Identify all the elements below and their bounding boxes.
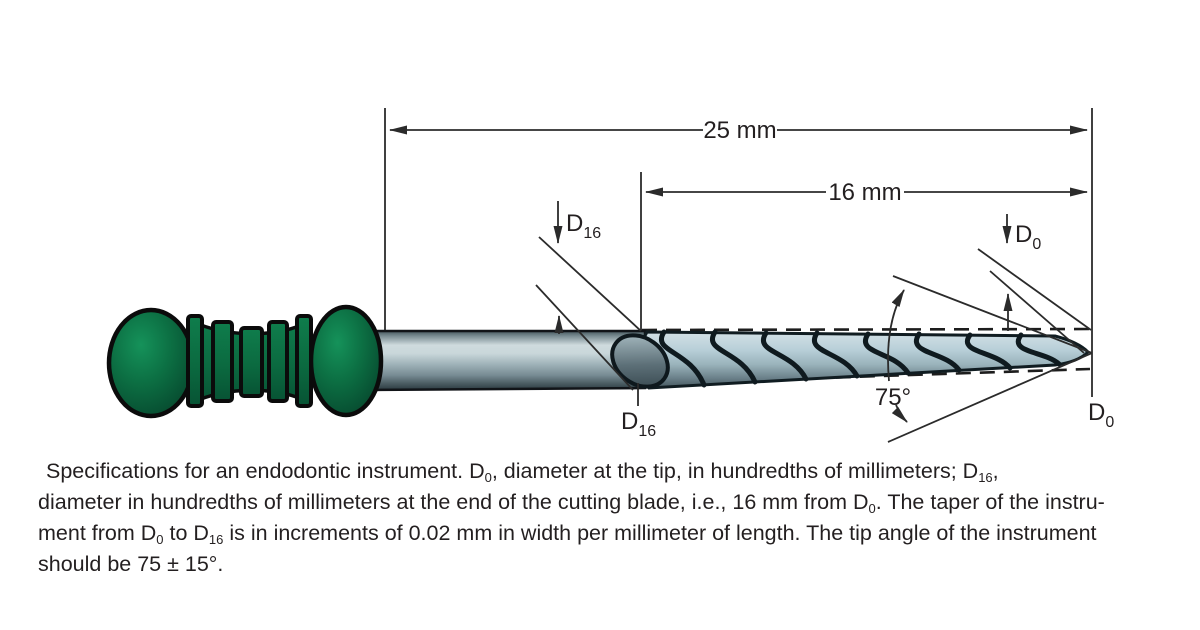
- dimension-25mm: [384, 108, 1093, 397]
- d16-label-bottom: D16: [621, 408, 656, 440]
- caption-line: ment from D0 to D16 is in increments of …: [38, 521, 1097, 547]
- handle-rib: [295, 314, 313, 408]
- d0-callout: [977, 214, 1092, 354]
- caption-line: should be 75 ± 15°.: [38, 552, 224, 576]
- blade-flute-seams: [659, 329, 1062, 388]
- tip-angle-arc: [887, 289, 905, 382]
- envelope-top-dashed: [641, 327, 1094, 332]
- tip-angle-arc-lower: [891, 404, 908, 423]
- caption-line: Specifications for an endodontic instrum…: [46, 459, 999, 485]
- dimension-16mm: [640, 172, 1088, 330]
- tip-angle-label: 75°: [875, 384, 911, 411]
- specification-diagram: 25 mm 16 mm: [106, 108, 1114, 443]
- d0-upper-tangent: [977, 248, 1092, 331]
- d0-lower-tangent: [989, 270, 1085, 354]
- handle-ball-left: [106, 307, 196, 419]
- handle-rib: [186, 314, 204, 408]
- tip-angle-upper-line: [892, 275, 1093, 354]
- handle-rib: [211, 320, 234, 403]
- d0-label-bottom: D0: [1088, 399, 1114, 431]
- handle-rib: [239, 326, 264, 398]
- figure-caption: Specifications for an endodontic instrum…: [0, 452, 1200, 580]
- d16-upper-tangent: [538, 236, 642, 332]
- d0-label-top: D0: [1015, 221, 1041, 253]
- tip-angle-callout: [887, 275, 1093, 443]
- d16-lower-tangent: [535, 284, 634, 391]
- caption-line: diameter in hundredths of millimeters at…: [38, 490, 1105, 516]
- blade-start-flute: [610, 333, 670, 389]
- handle-rib: [267, 320, 289, 403]
- d16-callout: [535, 201, 642, 391]
- instrument-handle: [106, 304, 384, 419]
- d16-label-top: D16: [566, 210, 601, 242]
- dim-25mm-label: 25 mm: [703, 117, 776, 144]
- dim-16mm-label: 16 mm: [828, 179, 901, 206]
- instrument-shaft: [366, 329, 647, 392]
- tip-angle-lower-line: [887, 352, 1093, 443]
- handle-ball-right: [308, 304, 384, 418]
